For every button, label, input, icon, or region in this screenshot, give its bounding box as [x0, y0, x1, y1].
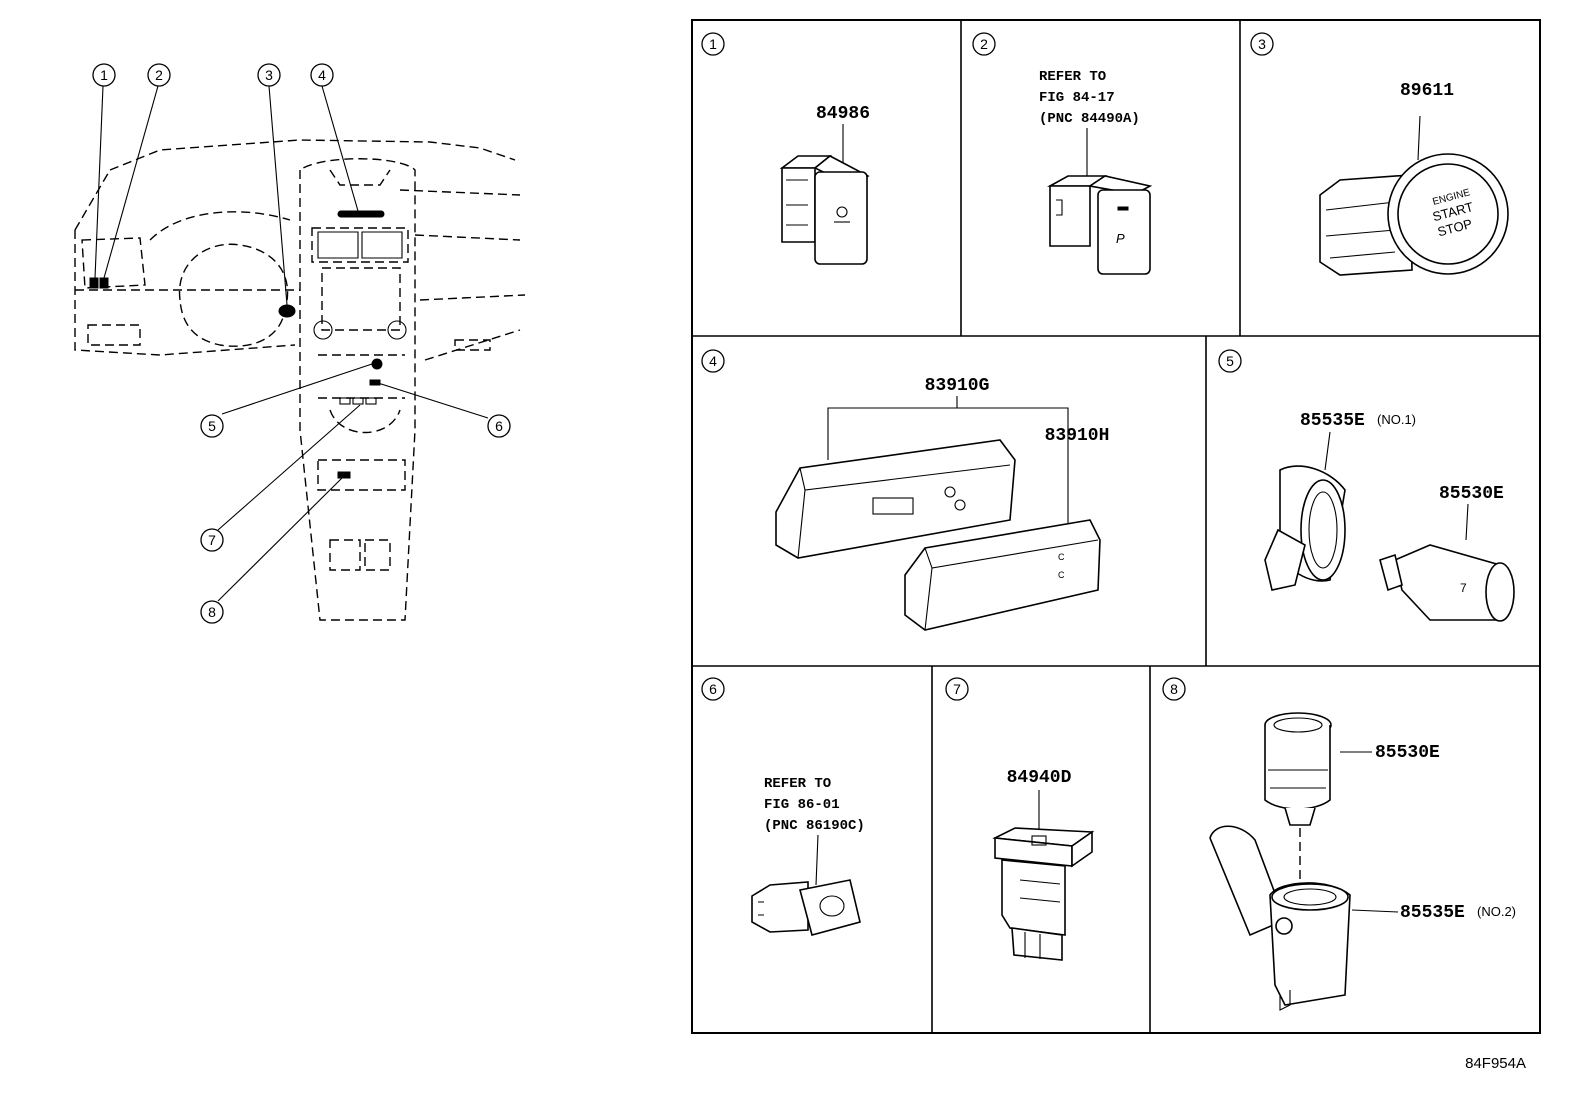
svg-text:C: C [1058, 570, 1065, 580]
svg-text:4: 4 [709, 353, 717, 369]
outlet-plug-p8-drawing [1264, 712, 1332, 826]
svg-text:7: 7 [208, 532, 216, 548]
callout-5: 5 [200, 414, 224, 438]
outlet-socket-no1-drawing [1264, 465, 1346, 591]
part-number-83910g: 83910G [925, 376, 990, 396]
panel-8: 8 85530E 85535E (NO.2) [1162, 677, 1516, 1011]
switch-marker-2 [99, 277, 109, 289]
part-number-89611: 89611 [1400, 81, 1454, 101]
part-number-85530e: 85530E [1439, 484, 1504, 504]
svg-text:4: 4 [318, 67, 326, 83]
panel-1: 1 84986 [701, 32, 870, 265]
svg-text:5: 5 [1226, 353, 1234, 369]
switch-84940d-drawing [992, 827, 1095, 961]
parts-grid: 1 84986 2 REFER TO FIG 84-17 (PNC 84490A… [691, 19, 1541, 1034]
part-number-84986: 84986 [816, 104, 870, 124]
callout-2: 2 [147, 63, 171, 87]
svg-text:(NO.2): (NO.2) [1477, 904, 1516, 919]
console-switch-marker-c [365, 397, 377, 405]
refer-pnc-text-6: (PNC 86190C) [764, 818, 865, 834]
outlet-marker [371, 358, 383, 370]
callout-4: 4 [310, 63, 334, 87]
seat-switch-marker [369, 379, 381, 386]
climate-panel-rear-drawing: C C [904, 519, 1101, 631]
callout-7: 7 [200, 528, 224, 552]
panel-7: 7 84940D [945, 677, 1095, 961]
switch-84986-drawing [779, 155, 870, 265]
refer-pnc-text: (PNC 84490A) [1039, 111, 1140, 127]
svg-text:3: 3 [1258, 36, 1266, 52]
svg-text:6: 6 [495, 418, 503, 434]
svg-text:3: 3 [265, 67, 273, 83]
rear-outlet-marker [337, 471, 351, 479]
part-number-85530e-p8: 85530E [1375, 743, 1440, 763]
svg-text:8: 8 [1170, 681, 1178, 697]
callout-6: 6 [487, 414, 511, 438]
part-number-84940d: 84940D [1007, 768, 1072, 788]
svg-text:7: 7 [1460, 581, 1467, 595]
panel-2: 2 REFER TO FIG 84-17 (PNC 84490A) P [972, 32, 1153, 275]
part-number-83910h: 83910H [1045, 426, 1110, 446]
callout-3: 3 [257, 63, 281, 87]
svg-text:1: 1 [709, 36, 717, 52]
svg-text:6: 6 [709, 681, 717, 697]
refer-fig-text-6: FIG 86-01 [764, 797, 840, 813]
panel-6: 6 REFER TO FIG 86-01 (PNC 86190C) [701, 677, 865, 936]
panel-5: 5 85535E (NO.1) 85530E 7 [1218, 349, 1515, 622]
callout-8: 8 [200, 600, 224, 624]
console-switch-marker-a [339, 397, 351, 405]
callout-1: 1 [92, 63, 116, 87]
display-marker [337, 210, 385, 218]
svg-text:1: 1 [100, 67, 108, 83]
climate-panel-front-drawing [775, 439, 1016, 559]
seat-heater-switch-drawing [751, 879, 861, 936]
outlet-plug-drawing: 7 [1379, 544, 1515, 622]
refer-fig-text: FIG 84-17 [1039, 90, 1115, 106]
start-button-marker [278, 304, 296, 318]
figure-code: 84F954A [1465, 1055, 1526, 1072]
engine-start-button-drawing: ENGINE START STOP [1319, 153, 1509, 276]
panel-3: 3 89611 ENGINE START STOP [1250, 32, 1509, 276]
console-switch-marker-b [352, 397, 364, 405]
outlet-socket-no2-drawing [1209, 825, 1351, 1011]
dashboard-overview: 1 2 3 4 5 6 7 8 [74, 63, 526, 624]
svg-text:2: 2 [155, 67, 163, 83]
svg-text:2: 2 [980, 36, 988, 52]
p-assist-glyph: P [1116, 231, 1125, 246]
part-number-85535e-no1: 85535E [1300, 411, 1365, 431]
refer-to-text: REFER TO [1039, 69, 1106, 85]
svg-text:7: 7 [953, 681, 961, 697]
switch-marker-1 [89, 277, 99, 289]
svg-text:(NO.1): (NO.1) [1377, 412, 1416, 427]
svg-text:8: 8 [208, 604, 216, 620]
svg-text:5: 5 [208, 418, 216, 434]
svg-text:C: C [1058, 552, 1065, 562]
switch-parking-assist-drawing: P [1046, 175, 1153, 275]
part-number-85535e-no2: 85535E [1400, 903, 1465, 923]
refer-to-text-6: REFER TO [764, 776, 831, 792]
panel-4: 4 83910G 83910H C C [701, 349, 1110, 631]
